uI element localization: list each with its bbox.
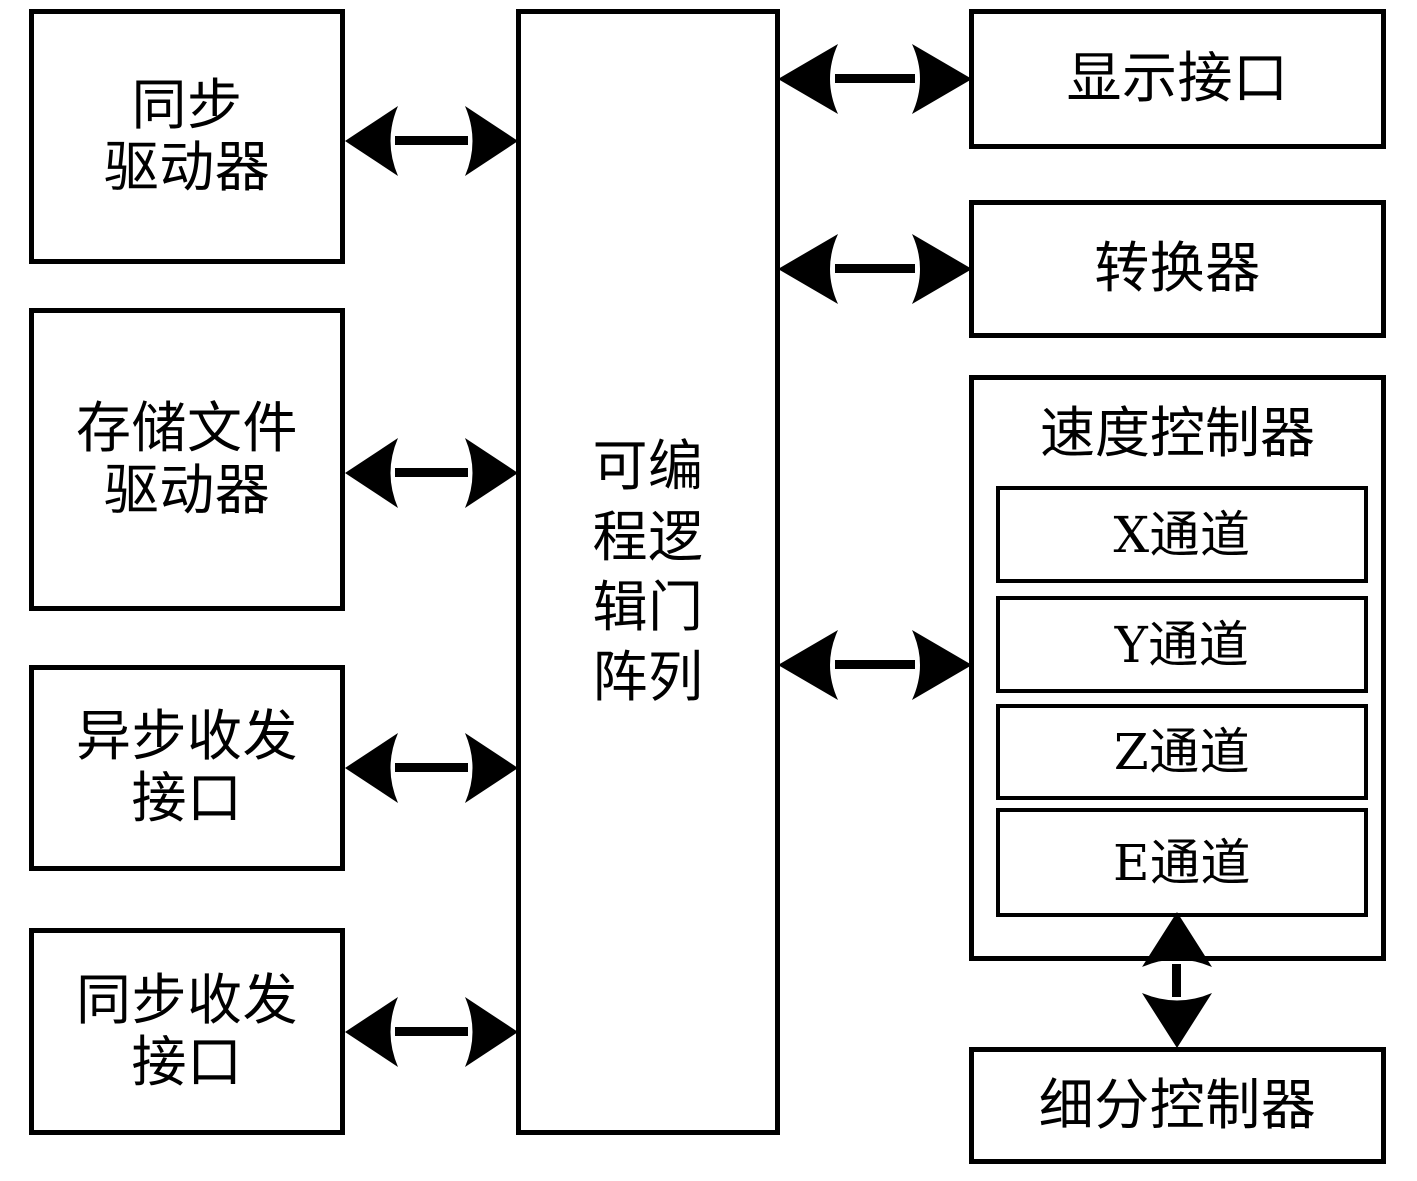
arrow-speed-controller-subdivision-controller	[1136, 912, 1218, 1048]
node-display-interface: 显示接口	[969, 9, 1386, 149]
node-label: 异步收发 接口	[75, 704, 298, 830]
node-label: Y通道	[1114, 615, 1250, 674]
node-label: 存储文件 驱动器	[75, 395, 298, 522]
node-sync-transceiver-interface: 同步收发 接口	[29, 928, 345, 1135]
arrow-sync-transceiver-fpga	[345, 991, 518, 1073]
node-channel-e: E通道	[996, 808, 1368, 917]
node-label: 同步 驱动器	[103, 72, 271, 199]
node-subdivision-controller: 细分控制器	[969, 1047, 1386, 1164]
node-label: 同步收发 接口	[75, 967, 298, 1094]
arrow-fpga-display-interface	[778, 38, 972, 120]
arrow-fpga-speed-controller	[778, 624, 972, 706]
node-label: 可编 程逻 辑门 阵列	[592, 434, 704, 710]
node-fpga: 可编 程逻 辑门 阵列	[516, 9, 780, 1135]
node-speed-controller: 速度控制器 X通道 Y通道 Z通道 E通道	[969, 375, 1386, 961]
node-label: 细分控制器	[1038, 1072, 1317, 1137]
arrow-fpga-converter	[778, 228, 972, 310]
arrow-async-transceiver-fpga	[345, 727, 518, 809]
node-channel-y: Y通道	[996, 596, 1368, 693]
arrow-sync-driver-fpga	[345, 100, 518, 182]
speed-controller-title: 速度控制器	[1039, 401, 1315, 465]
node-channel-z: Z通道	[996, 704, 1368, 800]
node-label: 显示接口	[1066, 46, 1289, 111]
node-label: 转换器	[1094, 236, 1261, 301]
node-channel-x: X通道	[996, 486, 1368, 583]
node-converter: 转换器	[969, 200, 1386, 338]
node-label: E通道	[1113, 833, 1251, 892]
arrow-storage-file-driver-fpga	[345, 432, 518, 514]
node-sync-driver: 同步 驱动器	[29, 9, 345, 264]
node-async-transceiver-interface: 异步收发 接口	[29, 665, 345, 871]
node-label: Z通道	[1113, 723, 1251, 781]
node-label: X通道	[1113, 505, 1251, 564]
node-storage-file-driver: 存储文件 驱动器	[29, 308, 345, 611]
